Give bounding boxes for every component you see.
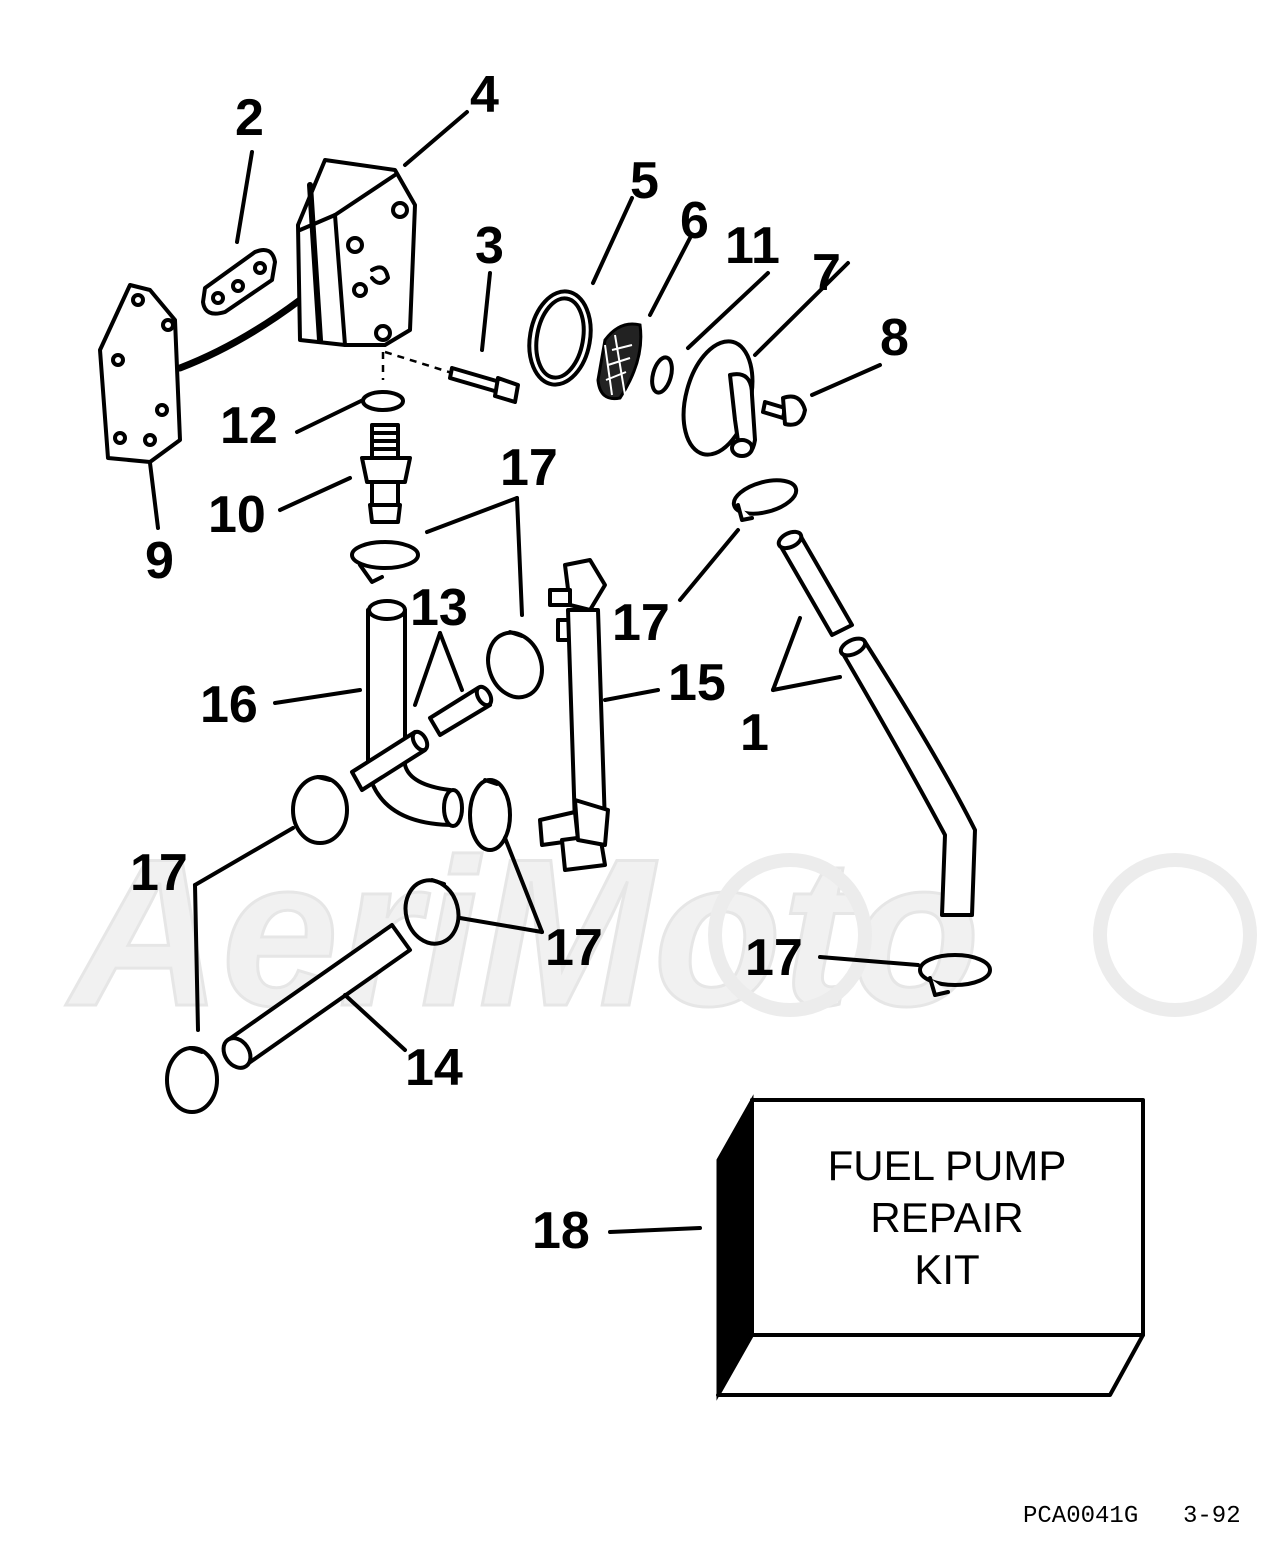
kit-label-line-2: REPAIR xyxy=(870,1194,1023,1241)
watermark: AeriMoto xyxy=(64,814,1257,1052)
part-17-clamp-b xyxy=(486,630,544,700)
kit-label-line-1: FUEL PUMP xyxy=(828,1142,1067,1189)
part-1-hose-upper xyxy=(776,529,854,637)
callout-14: 14 xyxy=(405,1039,463,1097)
callout-9: 9 xyxy=(145,532,174,590)
part-17-clamp-g xyxy=(918,953,992,997)
callout-12: 12 xyxy=(220,397,278,455)
callout-1: 1 xyxy=(740,704,769,762)
part-17-clamp-e xyxy=(468,778,512,852)
part-8-screw xyxy=(761,394,807,427)
part-18-repair-kit-box: FUEL PUMP REPAIR KIT xyxy=(716,1094,1145,1401)
part-2-small-gasket xyxy=(201,248,277,316)
part-10-fitting xyxy=(360,423,412,524)
leader-lines xyxy=(148,110,920,1234)
part-4-pump-body xyxy=(296,158,417,347)
watermark-text: AeriMoto xyxy=(65,815,980,1050)
callout-8: 8 xyxy=(880,309,909,367)
callout-2: 2 xyxy=(235,89,264,147)
part-11-small-o-ring xyxy=(650,355,674,395)
part-13-connector-tube-b xyxy=(350,729,430,792)
callout-5: 5 xyxy=(630,152,659,210)
part-17-clamp-h xyxy=(165,1046,219,1114)
callout-17-c: 17 xyxy=(130,844,188,902)
part-17-clamp-f xyxy=(403,878,461,946)
callout-17-d: 17 xyxy=(545,919,603,977)
callout-16: 16 xyxy=(200,676,258,734)
callout-11: 11 xyxy=(725,217,780,275)
part-12-o-ring xyxy=(361,390,405,412)
part-15-filter-assembly xyxy=(538,558,610,872)
callout-4: 4 xyxy=(470,66,499,124)
callout-3: 3 xyxy=(475,217,504,275)
figure-code: PCA0041G xyxy=(1023,1503,1138,1530)
figure-date: 3-92 xyxy=(1183,1503,1241,1530)
part-3-bolt xyxy=(448,366,520,404)
part-17-clamp-c xyxy=(731,478,799,522)
callout-13: 13 xyxy=(410,579,468,637)
part-17-clamp-a xyxy=(350,540,420,584)
callout-17-e: 17 xyxy=(745,929,803,987)
part-1-hose-lower xyxy=(838,636,977,917)
callout-labels: 2 4 3 5 6 11 7 8 12 10 9 17 13 17 16 15 … xyxy=(130,66,909,1260)
callout-18: 18 xyxy=(532,1202,590,1260)
callout-17-b: 17 xyxy=(612,594,670,652)
callout-10: 10 xyxy=(208,486,266,544)
figure-caption: PCA0041G 3-92 xyxy=(1023,1503,1241,1530)
callout-17-a: 17 xyxy=(500,439,558,497)
part-13-connector-tube-a xyxy=(428,684,494,737)
callout-15: 15 xyxy=(668,654,726,712)
part-9-gasket xyxy=(98,283,182,464)
callout-6: 6 xyxy=(680,192,709,250)
part-7-pump-cover xyxy=(681,339,757,458)
part-14-straight-hose xyxy=(221,923,412,1070)
part-17-clamp-d xyxy=(291,775,349,845)
callout-7: 7 xyxy=(812,244,841,302)
kit-label-line-3: KIT xyxy=(914,1246,979,1293)
part-6-filter-screen xyxy=(596,322,643,401)
